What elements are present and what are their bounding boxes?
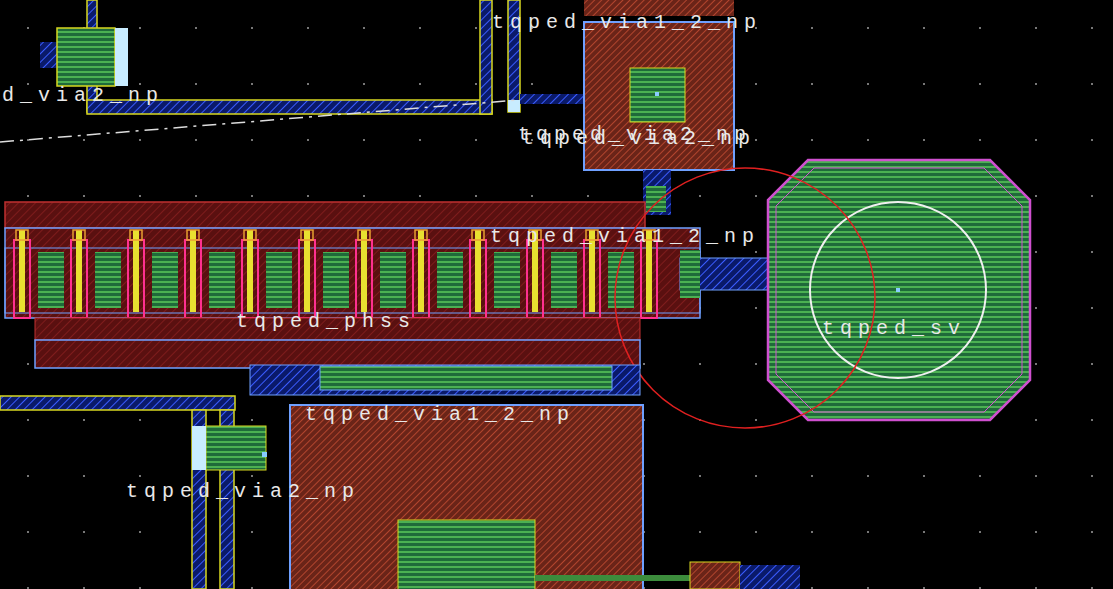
cell-label: tqped_sv: [822, 318, 966, 340]
cell-label: tqped_via2_np: [522, 128, 756, 150]
cell-label: tqped_via1_2_np: [305, 404, 575, 426]
cell-label: tqped_via2_np: [126, 481, 360, 503]
cell-label: d_via2_np: [2, 85, 164, 107]
cell-label: tqped_via1_2_np: [492, 12, 762, 34]
cell-label: tqped_phss: [236, 311, 416, 333]
cell-label: tqped_via1_2_np: [490, 226, 760, 248]
